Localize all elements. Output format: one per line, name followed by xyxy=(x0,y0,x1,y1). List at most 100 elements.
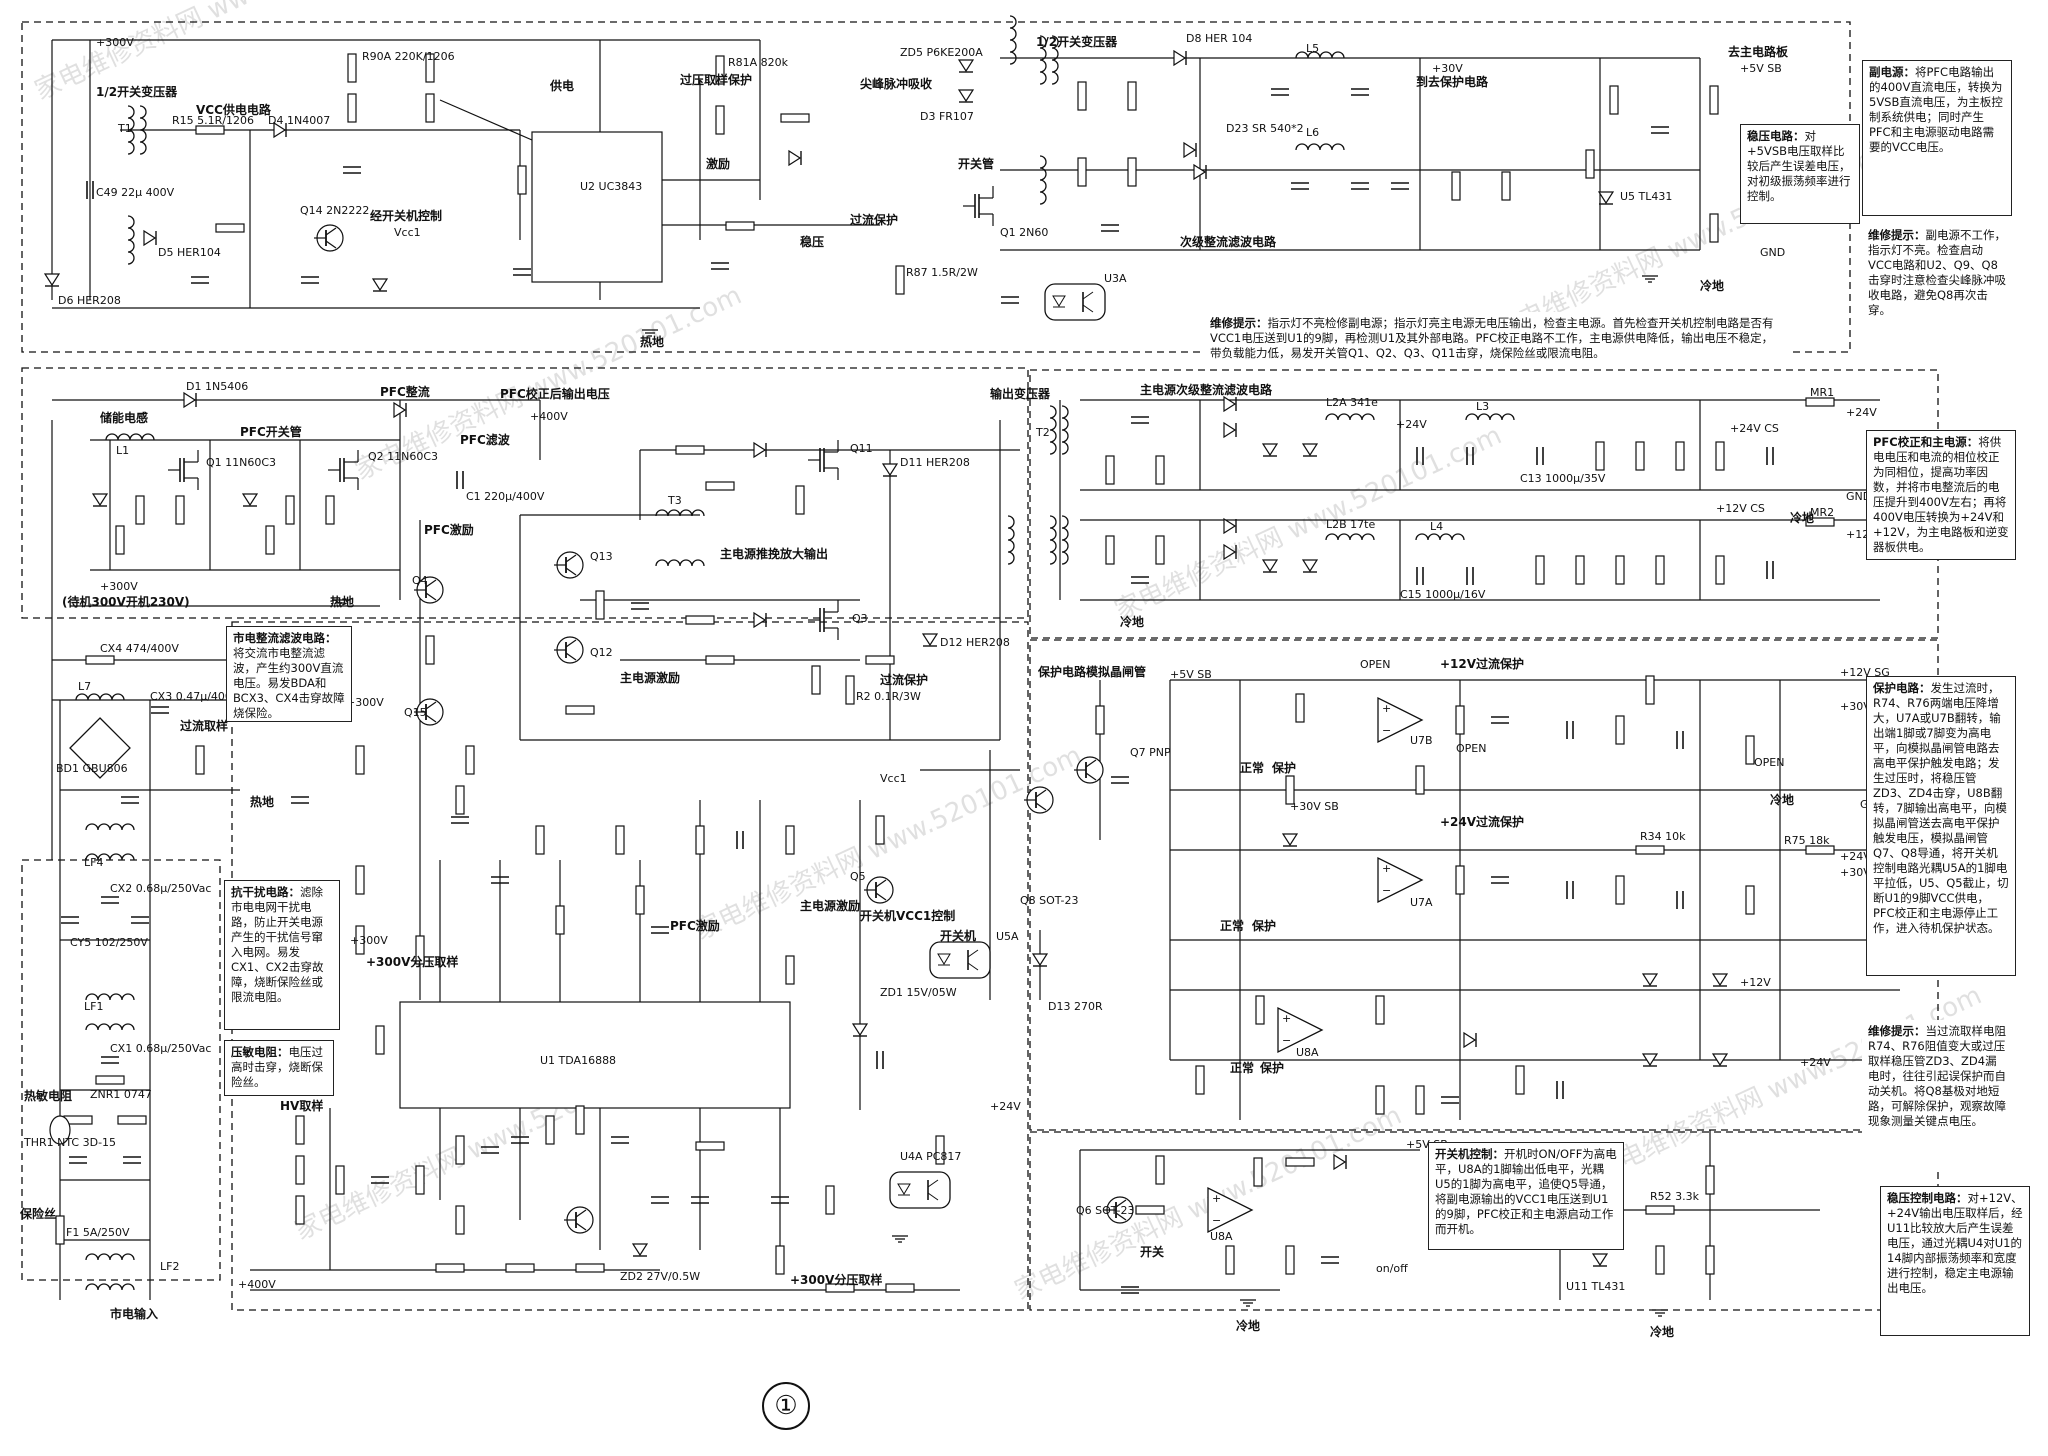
label-cx4: CX4 474/400V xyxy=(100,642,179,655)
note-switch-ctrl-title: 开关机控制： xyxy=(1435,1147,1504,1161)
section-supply: 供电 xyxy=(549,78,574,93)
note-aux-repair: 维修提示：副电源不工作，指示灯不亮。检查启动VCC电路和U2、Q9、Q8击穿时注… xyxy=(1862,224,2012,344)
note-aux-title: 副电源： xyxy=(1869,65,1915,79)
section-cold-ground-4: 冷地 xyxy=(1770,792,1794,807)
label-v12sg: +12V SG xyxy=(1840,666,1890,679)
section-standby-xfmr: 1/2开关变压器 xyxy=(96,84,178,99)
label-v5sb-prot: +5V SB xyxy=(1170,668,1212,681)
note-mains-filter-title: 市电整流滤波电路： xyxy=(233,631,337,645)
note-emi-title: 抗干扰电路： xyxy=(231,885,300,899)
section-pfc-filter: PFC滤波 xyxy=(460,432,511,447)
label-v30sb-2: +30V SB xyxy=(1290,800,1339,813)
input-components xyxy=(49,655,205,1291)
output-components xyxy=(1049,396,1835,586)
label-lf1: LF1 xyxy=(84,1000,103,1013)
label-l2b: L2B 17te xyxy=(1326,518,1375,531)
section-protect-sim: 保护电路模拟晶闸管 xyxy=(1037,664,1146,679)
label-v24-prot: +24V xyxy=(1800,1056,1831,1069)
page-number: ① xyxy=(762,1382,810,1430)
label-q2: Q2 11N60C3 xyxy=(368,450,438,463)
label-l3: L3 xyxy=(1476,400,1489,413)
section-ov12: +12V过流保护 xyxy=(1440,656,1524,671)
label-open-r2: OPEN xyxy=(1456,742,1486,755)
thermistor-symbol xyxy=(49,1115,71,1145)
label-vcc1: Vcc1 xyxy=(394,226,421,239)
label-v24-u4: +24V xyxy=(990,1100,1021,1113)
label-q14: Q14 2N2222 xyxy=(300,204,369,217)
label-q15: Q15 xyxy=(404,706,427,719)
section-thermistor: 热敏电阻 xyxy=(24,1088,72,1103)
section-pfc-out: PFC校正后输出电压 xyxy=(500,386,610,401)
label-r2: R2 0.1R/3W xyxy=(856,690,921,703)
label-zd1: ZD1 15V/05W xyxy=(880,986,957,999)
label-open-r3: OPEN xyxy=(1754,756,1784,769)
label-u7b: U7B xyxy=(1410,734,1433,747)
note-protection: 保护电路：发生过流时，R74、R76两端电压降增大，U7A或U7B翻转，输出端1… xyxy=(1866,676,2016,976)
input-labels: CX4 474/400V L7 CX3 0.47μ/400V 过流取样 BD1 … xyxy=(19,642,274,1321)
note-aux-text: 将PFC电路输出的400V直流电压，转换为5VSB直流电压，为主板控制系统供电；… xyxy=(1869,65,2003,154)
bridge-rectifier xyxy=(69,717,131,779)
label-znr1: ZNR1 0747 xyxy=(90,1088,152,1101)
section-to-protect: 到去保护电路 xyxy=(1416,74,1489,89)
label-zd5: ZD5 P6KE200A xyxy=(900,46,983,59)
note-repair-protect-text: 当过流取样电阻R74、R76阻值变大或过压取样稳压管ZD3、ZD4漏电时，往往引… xyxy=(1868,1024,2006,1128)
input-section xyxy=(52,659,240,1300)
label-d13: D13 270R xyxy=(1048,1000,1103,1013)
section-main-drive: 主电源激励 xyxy=(620,670,680,685)
label-l2a: L2A 341e xyxy=(1326,396,1378,409)
label-gnd-out1: GND xyxy=(1846,490,1871,503)
note-regulate5-title: 稳压电路： xyxy=(1747,129,1805,143)
section-cold-ground: 冷地 xyxy=(1700,278,1724,293)
note-varistor-title: 压敏电阻： xyxy=(231,1045,289,1059)
section-standby-xfmr-2: 1/2开关变压器 xyxy=(1036,34,1118,49)
label-q4: Q4 xyxy=(412,574,428,587)
section-out-xfmr: 输出变压器 xyxy=(990,386,1051,401)
label-t2: T2 xyxy=(1035,426,1050,439)
label-q5: Q5 xyxy=(850,870,866,883)
standby-section xyxy=(51,39,1701,309)
label-zd2: ZD2 27V/0.5W xyxy=(620,1270,700,1283)
note-varistor: 压敏电阻：电压过高时击穿，烧断保险丝。 xyxy=(224,1040,334,1096)
label-l1: L1 xyxy=(116,444,129,457)
label-l7: L7 xyxy=(78,680,91,693)
note-varistor-text: 电压过高时击穿，烧断保险丝。 xyxy=(231,1045,323,1089)
note-emi-text: 滤除市电电网干扰电路，防止开关电源产生的干扰信号窜入电网。易发CX1、CX2击穿… xyxy=(231,885,324,1004)
label-r52: R52 3.3k xyxy=(1650,1190,1700,1203)
section-cold-ground-2: 冷地 xyxy=(1790,510,1814,525)
protection-labels: 保护电路模拟晶闸管 Q7 PNP +5V SB +12V过流保护 U7B OPE… xyxy=(1037,656,1890,1075)
label-l5: L5 xyxy=(1306,42,1319,55)
label-r75: R75 18k xyxy=(1784,834,1830,847)
label-v12cs: +12V CS xyxy=(1716,502,1765,515)
label-q12: Q12 xyxy=(590,646,613,659)
section-main-push: 主电源推挽放大输出 xyxy=(720,546,828,561)
label-q8: Q8 SOT-23 xyxy=(1020,894,1078,907)
note-switch-ctrl: 开关机控制：开机时ON/OFF为高电平，U8A的1脚输出低电平，光耦U5的1脚为… xyxy=(1428,1142,1624,1250)
label-u8a: U8A xyxy=(1210,1230,1233,1243)
label-q3: Q3 xyxy=(852,612,868,625)
note-aux-repair-title: 维修提示： xyxy=(1868,228,1926,242)
section-sec-filter: 次级整流滤波电路 xyxy=(1180,234,1277,249)
label-r87: R87 1.5R/2W xyxy=(906,266,978,279)
section-hot-ground-3: 热地 xyxy=(250,794,274,809)
label-r90: R90A 220K/1206 xyxy=(362,50,455,63)
section-pfc-rect: PFC整流 xyxy=(380,384,430,399)
section-div-sample: +300V分压取样 xyxy=(790,1272,882,1287)
label-mr1: MR1 xyxy=(1810,386,1834,399)
label-c15: C15 1000μ/16V xyxy=(1400,588,1486,601)
label-q11: Q11 xyxy=(850,442,873,455)
label-q1: Q1 2N60 xyxy=(1000,226,1048,239)
label-r81: R81A 820k xyxy=(728,56,789,69)
note-stabilize-text: 对+12V、+24V输出电压取样后，经U11比较放大后产生误差电压，通过光耦U4… xyxy=(1887,1191,2023,1295)
note-pfc-text: 将供电电压和电流的相位校正为同相位，提高功率因数，并将市电整流后的电压提升到40… xyxy=(1873,435,2009,554)
note-stabilize: 稳压控制电路：对+12V、+24V输出电压取样后，经U11比较放大后产生误差电压… xyxy=(1880,1186,2030,1336)
section-fuse: 保险丝 xyxy=(19,1206,56,1221)
label-d11: D11 HER208 xyxy=(900,456,970,469)
section-protect-2: 保护 xyxy=(1251,918,1276,933)
protection-section xyxy=(1099,679,1900,1120)
label-v24-a: +24V xyxy=(1396,418,1427,431)
note-protection-title: 保护电路： xyxy=(1873,681,1931,695)
label-d1: D1 1N5406 xyxy=(186,380,248,393)
label-t3: T3 xyxy=(667,494,682,507)
section-pfc-inductor: 储能电感 xyxy=(100,410,148,425)
label-q7: Q7 PNP xyxy=(1130,746,1171,759)
